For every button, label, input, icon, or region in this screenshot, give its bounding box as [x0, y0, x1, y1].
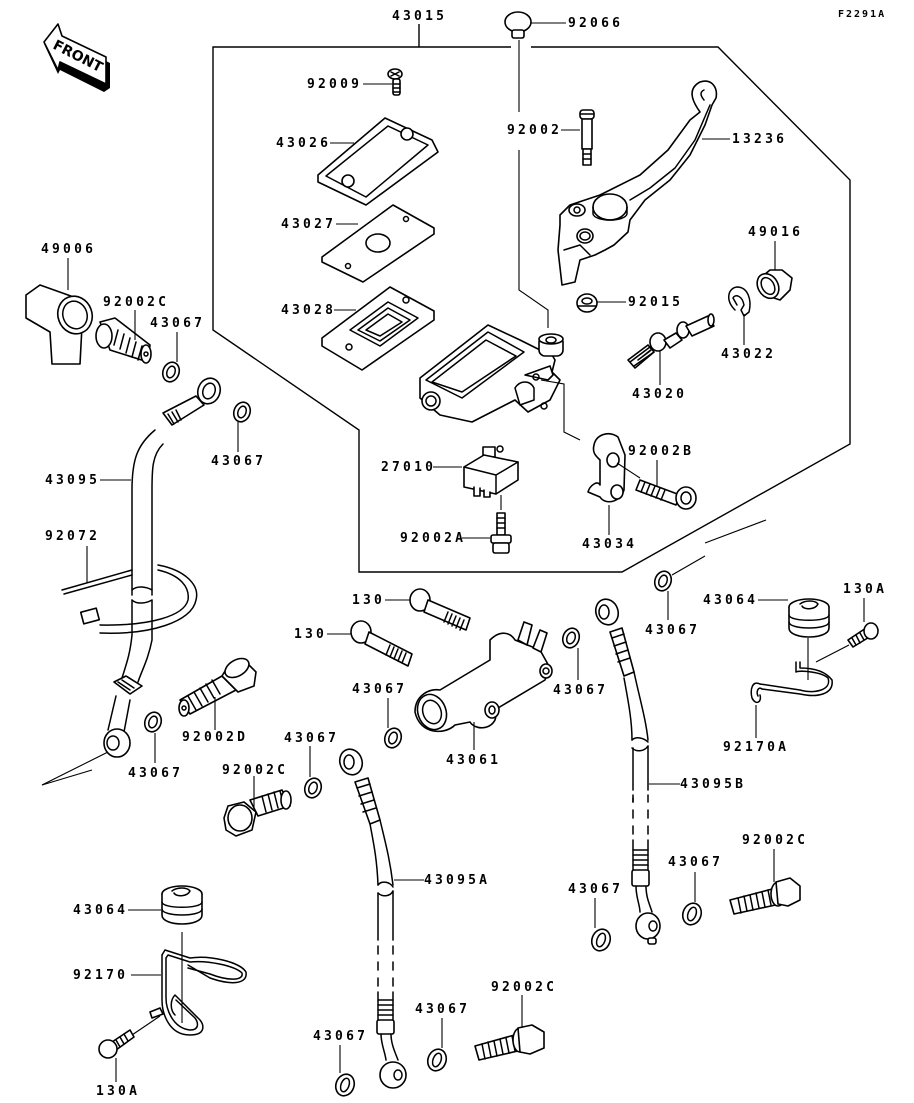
screw-92002A [490, 512, 512, 554]
label-43067-j: 43067 [415, 1002, 470, 1017]
reservoir-lid-43026 [317, 117, 439, 206]
label-92002C-bottom: 92002C [491, 980, 557, 995]
screw-92009 [387, 68, 403, 96]
label-130-b: 130 [294, 627, 327, 642]
label-92002C-br: 92002C [742, 833, 808, 848]
label-43067-i: 43067 [668, 855, 723, 870]
circlip-43022 [728, 286, 751, 317]
washer-43067-j [426, 1048, 448, 1072]
banjo-bolt-92002C-top [95, 317, 152, 364]
front-arrow-icon: FRONT [43, 23, 110, 92]
label-43027: 43027 [281, 217, 336, 232]
washer-43067-f [653, 570, 673, 592]
hose-clamp-92072 [61, 564, 198, 634]
label-27010: 27010 [381, 460, 436, 475]
dust-boot-49016 [756, 269, 793, 301]
brake-hose-43095B [594, 598, 661, 945]
label-49006: 49006 [41, 242, 96, 257]
brake-switch-27010 [463, 445, 519, 498]
label-43064-right: 43064 [703, 593, 758, 608]
banjo-bolt-92002C-mid [223, 789, 292, 837]
clamp-92170A [750, 661, 833, 704]
washer-43067-k [334, 1073, 356, 1097]
washer-43067-g [303, 777, 323, 799]
bolt-92002B [635, 479, 697, 510]
master-cylinder-body [419, 324, 564, 423]
brake-hose-43095A [338, 748, 407, 1089]
label-43015: 43015 [392, 9, 447, 24]
label-43028: 43028 [281, 303, 336, 318]
label-49016: 49016 [748, 225, 803, 240]
pivot-bolt-92002 [579, 109, 595, 166]
label-43095B: 43095B [680, 777, 746, 792]
label-92072: 92072 [45, 529, 100, 544]
banjo-bolt-92002C-bottom [474, 1024, 545, 1061]
label-92002D: 92002D [182, 730, 248, 745]
label-130A-left: 130A [96, 1084, 140, 1099]
brake-lever-13236 [557, 80, 718, 286]
label-43064-left: 43064 [73, 903, 128, 918]
washer-43067-e [561, 627, 581, 649]
grommet-43064-right [788, 598, 830, 638]
washer-43067-a [161, 361, 181, 383]
nut-92015 [576, 293, 598, 313]
label-43067-c: 43067 [128, 766, 183, 781]
brake-hose-43095 [103, 377, 222, 758]
label-43020: 43020 [632, 387, 687, 402]
label-92002A: 92002A [400, 531, 466, 546]
washer-43067-i [681, 902, 703, 926]
bolt-130-a [409, 588, 471, 631]
label-43067-b: 43067 [211, 454, 266, 469]
label-43061: 43061 [446, 753, 501, 768]
label-13236: 13236 [732, 132, 787, 147]
washer-43067-d [383, 727, 403, 749]
label-92170: 92170 [73, 968, 128, 983]
piston-43020 [627, 313, 715, 369]
label-43067-d: 43067 [352, 682, 407, 697]
grommet-43064-left [161, 885, 203, 925]
label-43095A: 43095A [424, 873, 490, 888]
diaphragm-43028 [321, 286, 435, 371]
banjo-bolt-92002C-br [729, 877, 801, 915]
washer-43067-h [590, 928, 612, 952]
label-43067-h: 43067 [568, 882, 623, 897]
label-43067-k: 43067 [313, 1029, 368, 1044]
bolt-130-b [350, 620, 413, 667]
label-43022: 43022 [721, 347, 776, 362]
label-92015: 92015 [628, 295, 683, 310]
label-92002C-top: 92002C [103, 295, 169, 310]
clamp-holder-43034 [587, 433, 626, 503]
label-43067-f: 43067 [645, 623, 700, 638]
label-92002: 92002 [507, 123, 562, 138]
figure-code: F2291A [838, 9, 886, 20]
label-43067-g: 43067 [284, 731, 339, 746]
brake-joint-43061 [414, 621, 553, 733]
assembly-boundary [212, 24, 851, 573]
washer-43067-b [232, 401, 252, 423]
bolt-130A-right [847, 622, 879, 648]
label-130-a: 130 [352, 593, 385, 608]
washer-43067-c [143, 711, 163, 733]
label-43095: 43095 [45, 473, 100, 488]
label-92066: 92066 [568, 16, 623, 31]
clamp-92170 [149, 949, 247, 1036]
label-130A-right: 130A [843, 582, 887, 597]
plate-43027 [321, 204, 435, 283]
bolt-130A-left [98, 1029, 135, 1059]
label-43034: 43034 [582, 537, 637, 552]
bleeder-cap-49006 [25, 284, 94, 365]
label-92002C-mid: 92002C [222, 763, 288, 778]
reservoir-cap-92066 [504, 11, 532, 39]
banjo-bolt-92002D [178, 657, 257, 717]
label-92002B: 92002B [628, 444, 694, 459]
label-92009: 92009 [307, 77, 362, 92]
label-43067-e: 43067 [553, 683, 608, 698]
label-43026: 43026 [276, 136, 331, 151]
label-92170A: 92170A [723, 740, 789, 755]
label-43067-a: 43067 [150, 316, 205, 331]
